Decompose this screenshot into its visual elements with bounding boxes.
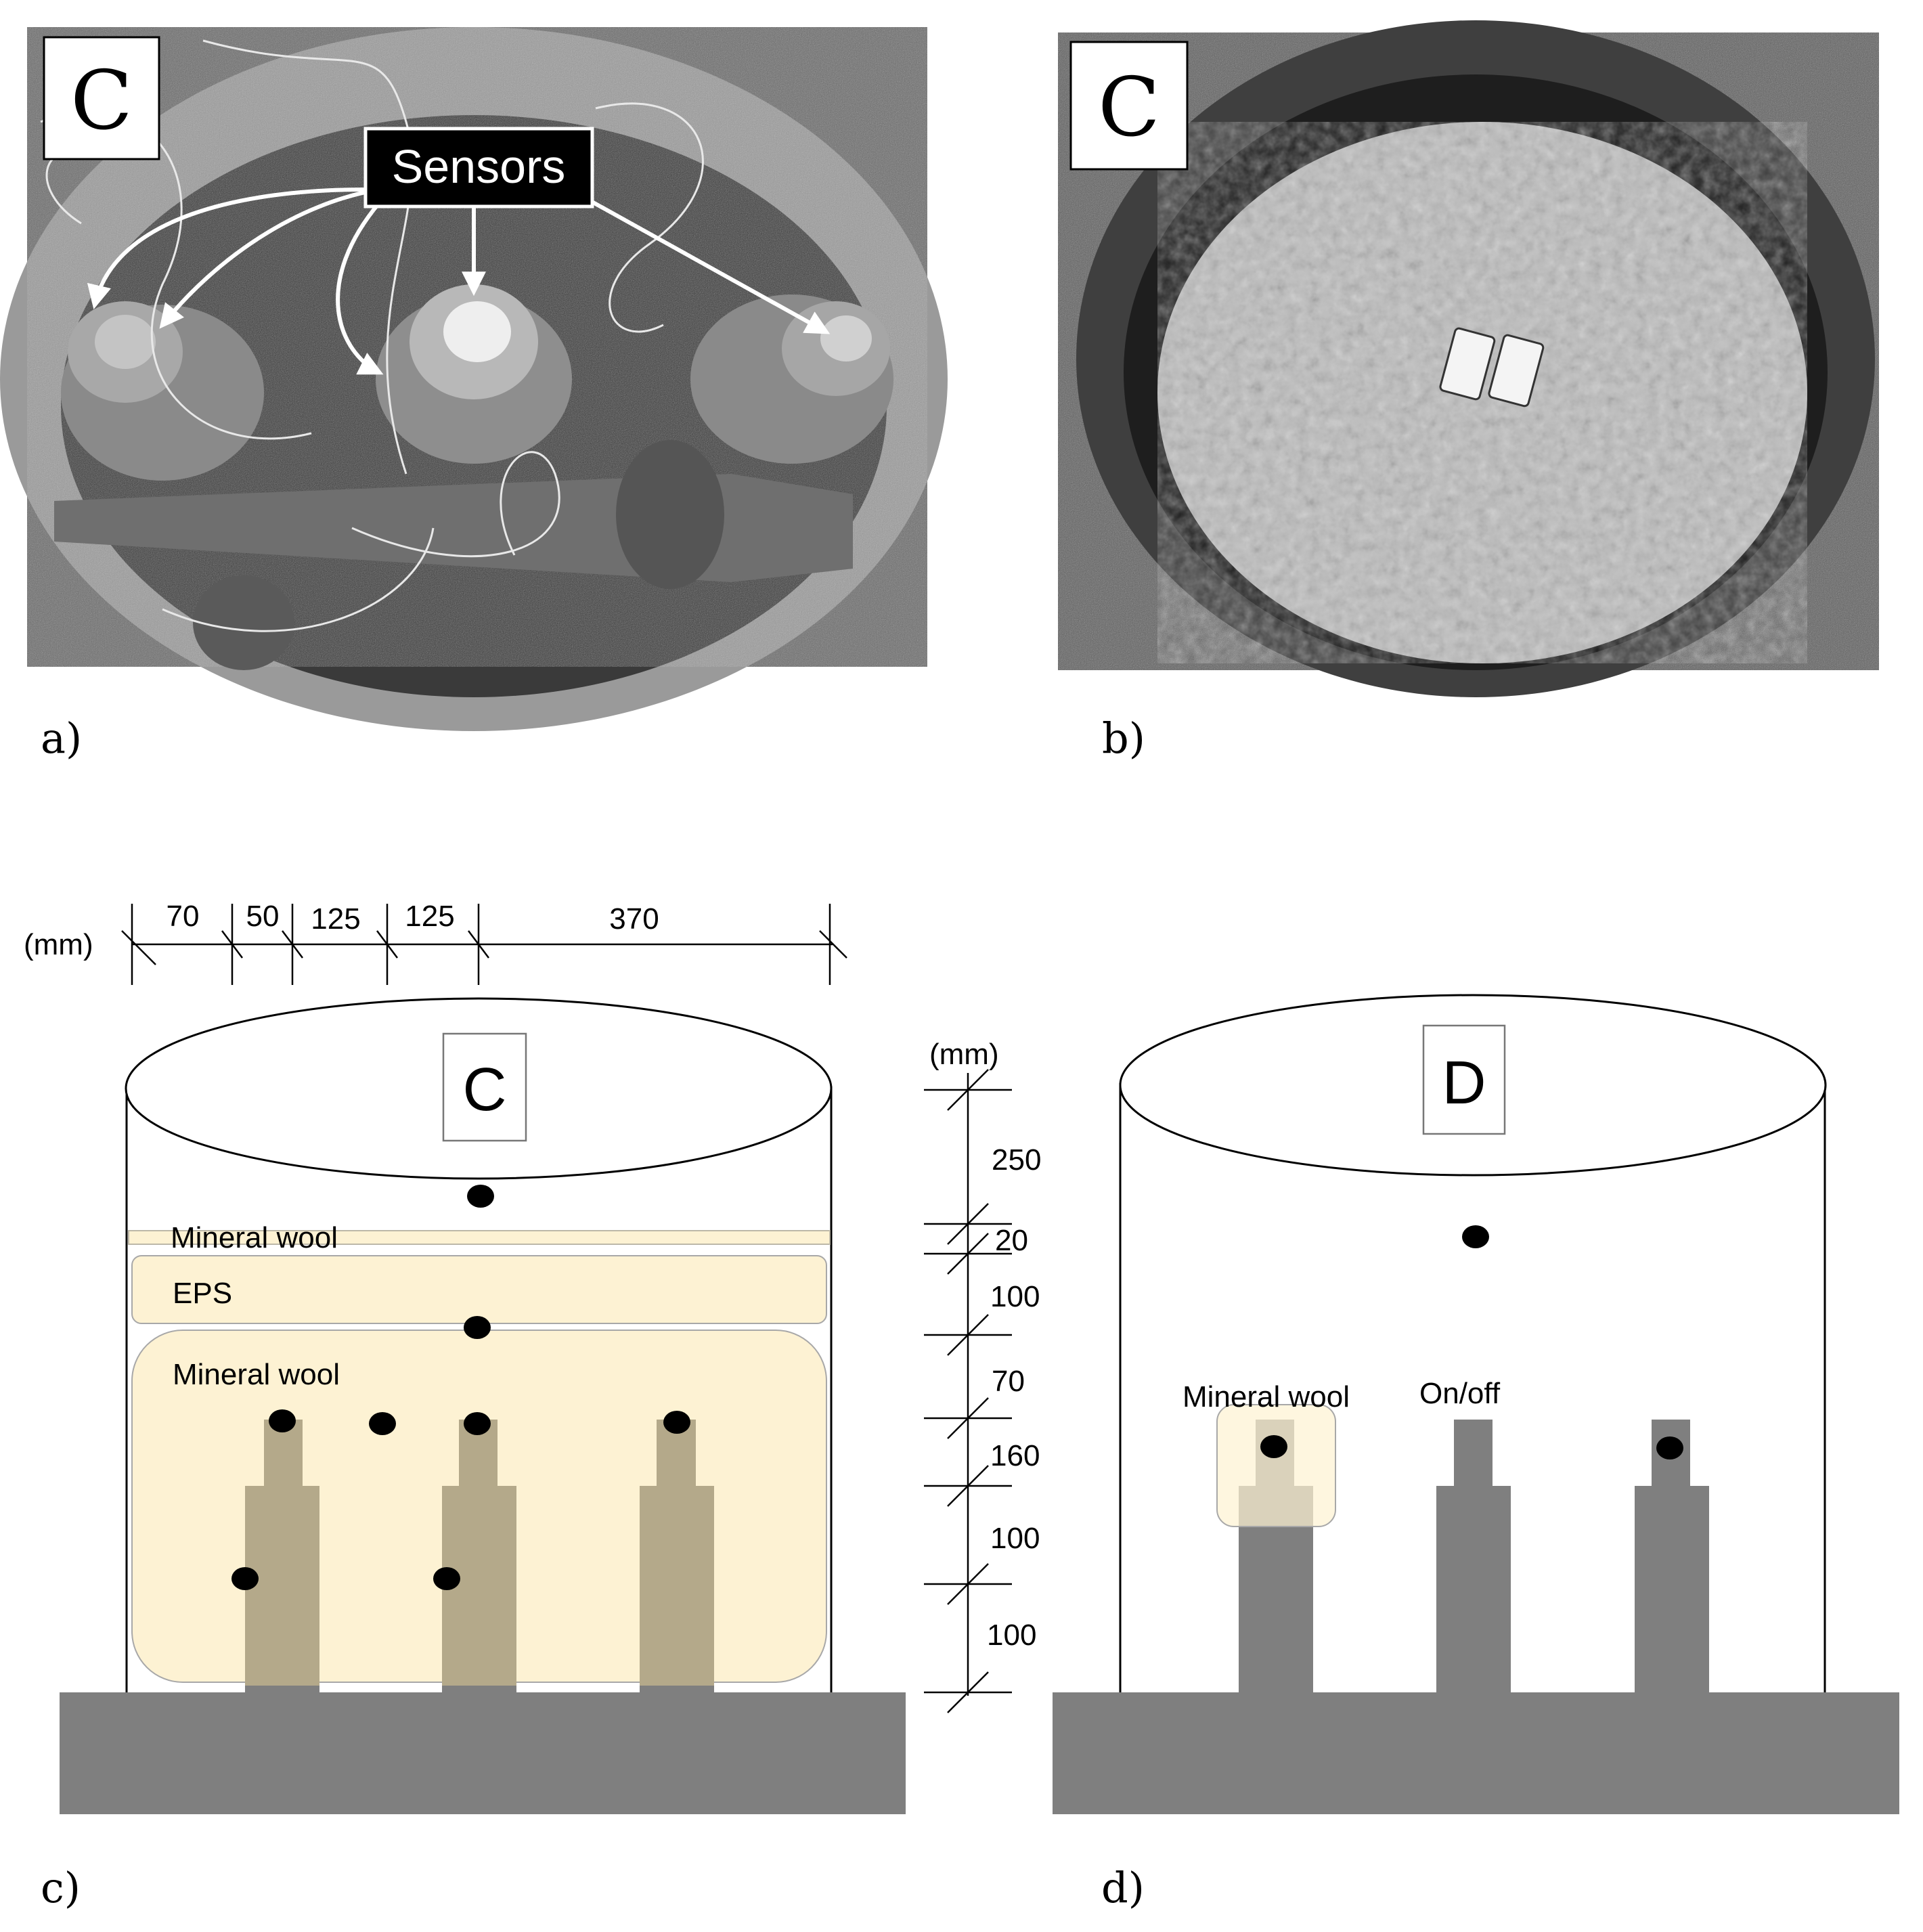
thin-mineral-wool-label: Mineral wool	[171, 1221, 338, 1254]
panel-b-label: C	[1098, 61, 1160, 155]
mineral-wool-label-d: Mineral wool	[1182, 1380, 1350, 1413]
hdim-5: 370	[609, 902, 659, 936]
panel-d: Mineral wool On/off D d)	[1053, 994, 1899, 1912]
panel-a-boot-right	[616, 440, 724, 589]
pipe-c-3	[640, 1420, 714, 1686]
base-slab-d	[1053, 1692, 1899, 1814]
pipe-fitting-center	[376, 284, 572, 464]
sensor-dot	[433, 1567, 460, 1590]
sensor-dot	[1656, 1436, 1683, 1459]
vdim-2: 20	[995, 1224, 1028, 1257]
hdim-3: 125	[311, 902, 360, 936]
base-slab-c	[60, 1692, 906, 1814]
panel-a-label: C	[70, 54, 133, 148]
panel-c-label: C	[463, 1056, 507, 1124]
panel-d-caption: d)	[1101, 1863, 1145, 1912]
on-off-label: On/off	[1419, 1377, 1501, 1410]
panel-a-label-box	[43, 36, 160, 160]
hdim-2: 50	[246, 900, 280, 933]
sensor-dot	[269, 1409, 296, 1432]
panel-c-label-box	[442, 1032, 527, 1142]
sensor-dot	[467, 1185, 494, 1208]
pipe-c-1	[245, 1420, 319, 1686]
panel-b-caption: b)	[1102, 713, 1145, 763]
pipes-d	[1239, 1420, 1709, 1699]
eps-label: EPS	[173, 1277, 232, 1310]
pipe-stubs-c	[245, 1420, 714, 1699]
panel-d-label-box	[1422, 1024, 1506, 1135]
panel-a-boot-left	[193, 575, 294, 670]
mineral-wool-wrap-d	[1216, 1404, 1336, 1527]
sensor-dot	[1462, 1225, 1489, 1248]
vertical-dimension-unit: (mm)	[929, 1038, 999, 1071]
vdim-1: 250	[992, 1143, 1041, 1177]
sensor-dot	[464, 1316, 491, 1339]
sensor-dots-c	[231, 1185, 690, 1590]
panel-a: C Sensors a)	[0, 27, 948, 763]
horizontal-dimension-unit: (mm)	[24, 928, 93, 961]
sensor-callout-arrows	[87, 188, 831, 375]
sensors-callout-text: Sensors	[392, 140, 566, 193]
vdim-4: 70	[992, 1365, 1025, 1398]
vertical-dimension-line	[924, 1069, 1012, 1713]
sensor-dots-d	[1260, 1225, 1683, 1459]
vdim-5: 160	[990, 1439, 1040, 1472]
pipe-fitting-left	[61, 301, 264, 481]
sensor-dot	[464, 1412, 491, 1435]
panel-a-caption: a)	[41, 713, 82, 763]
panel-b-insulation-texture	[1157, 122, 1807, 663]
sensor-dot	[369, 1412, 396, 1435]
sensor-dot	[1260, 1435, 1287, 1458]
sensor-dot	[663, 1411, 690, 1434]
sensor-dot	[231, 1567, 259, 1590]
thin-mineral-wool-layer	[128, 1230, 831, 1245]
mineral-wool-label: Mineral wool	[173, 1358, 340, 1391]
panel-b-sensors	[1439, 327, 1545, 408]
pipe-d-2	[1436, 1420, 1511, 1699]
hdim-1: 70	[167, 900, 200, 933]
horizontal-dimension-line	[121, 904, 847, 985]
panel-c: (mm) 70 50 125 125 370 Mineral wool EPS …	[24, 900, 1041, 1912]
pipe-d-3	[1635, 1420, 1709, 1699]
vdim-7: 100	[987, 1619, 1036, 1652]
vdim-6: 100	[990, 1522, 1040, 1555]
panel-d-label: D	[1442, 1049, 1486, 1117]
sensors-callout-box	[363, 127, 594, 208]
panel-b-label-box	[1069, 41, 1189, 171]
pipe-fitting-right	[690, 294, 893, 464]
panel-b: C b)	[1058, 20, 1879, 763]
vdim-3: 100	[990, 1280, 1040, 1313]
eps-layer	[131, 1255, 827, 1324]
hdim-4: 125	[405, 900, 454, 933]
panel-c-caption: c)	[41, 1863, 81, 1912]
pipe-c-2	[442, 1420, 516, 1686]
